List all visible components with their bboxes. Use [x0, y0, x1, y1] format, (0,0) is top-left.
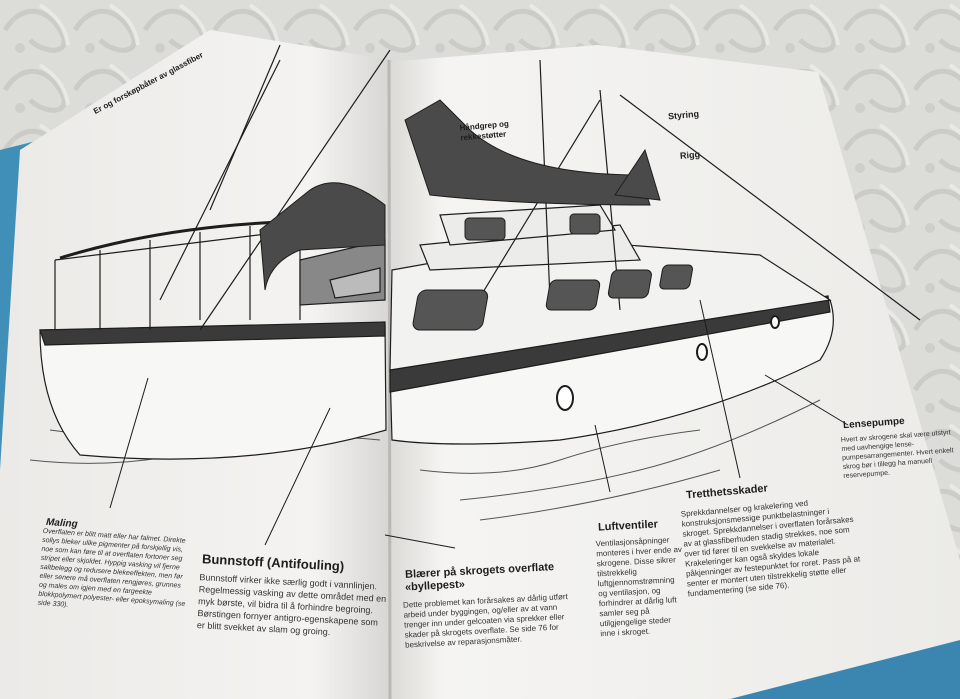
portholes	[556, 315, 780, 411]
text-lensepumpe: Hvert av skrogene skal være utstyrt med …	[840, 429, 954, 480]
right-dodger	[614, 148, 661, 201]
text-maling: Overflaten er blitt matt eller har falme…	[37, 527, 186, 609]
label-rigg: Rigg	[679, 149, 701, 161]
text-luftventiler: Ventilasjonsåpninger monteres i hver end…	[595, 535, 683, 639]
callout-lines	[109, 299, 849, 549]
right-hull-drawing	[389, 59, 921, 445]
left-sail-cover	[259, 182, 386, 291]
text-blaerer: Dette problemet kan forårsakes av dårlig…	[402, 592, 569, 650]
text-bunnstoff: Bunnstoff virker ikke særlig godt i vann…	[196, 572, 387, 638]
right-hull-windows	[412, 213, 693, 331]
text-tretthetsskader: Sprekkdannelser og krakelering ved konst…	[680, 498, 861, 599]
